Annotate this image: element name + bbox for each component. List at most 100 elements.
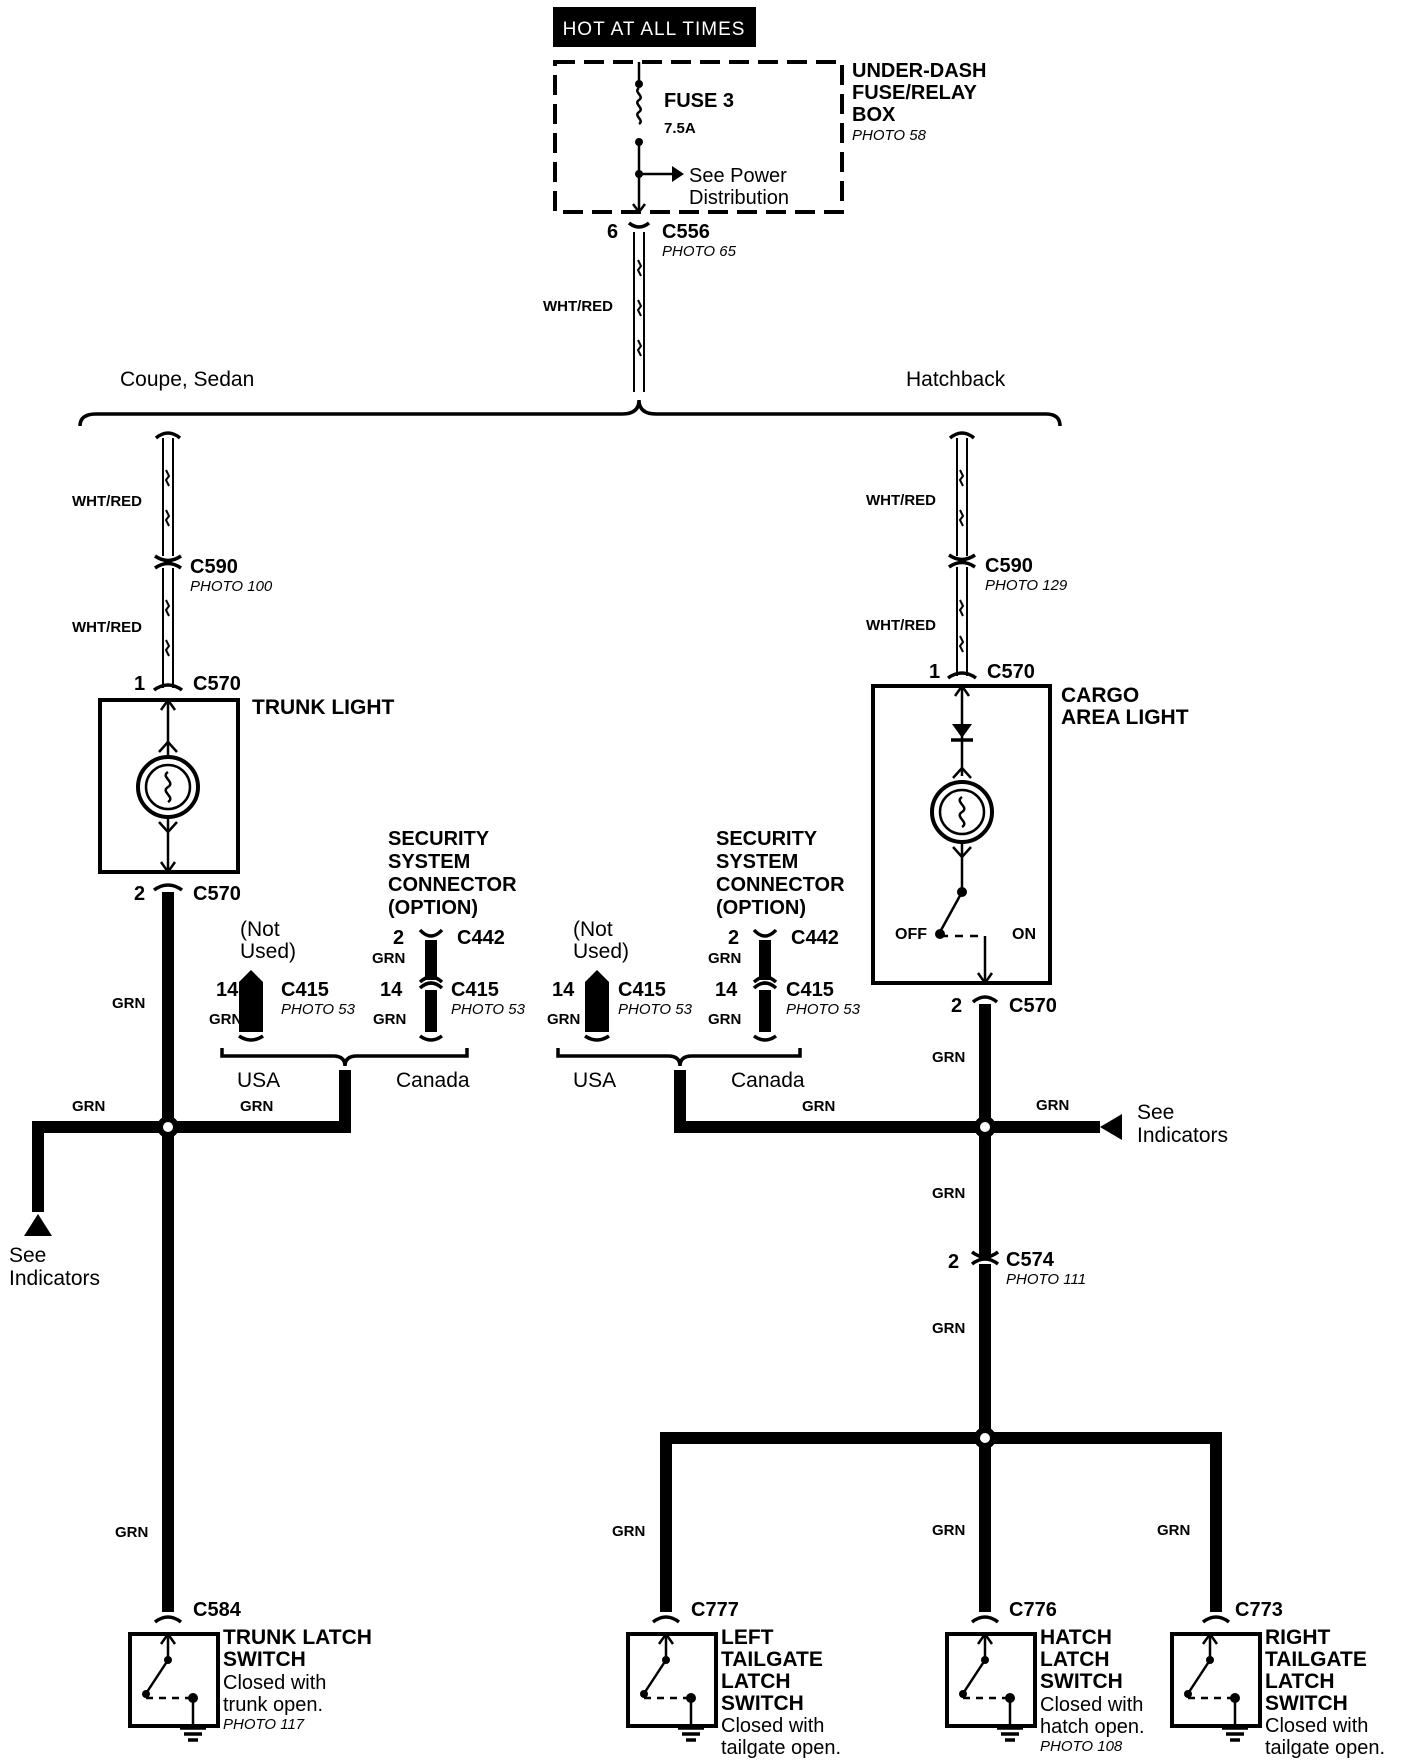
switch-1-conn: C776 bbox=[1009, 1599, 1057, 1621]
wire-label-grn-l3: GRN bbox=[72, 1098, 105, 1115]
not-used-1-line-2: Used) bbox=[240, 940, 296, 963]
c415-2b-pin: 14 bbox=[715, 979, 738, 1001]
wire-wht-red-main bbox=[633, 232, 645, 392]
wire-label-grn-r3: GRN bbox=[1036, 1097, 1069, 1114]
switch-1-desc-1: Closed with bbox=[1040, 1694, 1143, 1716]
fuse-box-title-line-1: UNDER-DASH bbox=[852, 60, 986, 82]
c570-right-bot-connector bbox=[971, 995, 999, 1004]
c415-2a-grn: GRN bbox=[547, 1011, 580, 1028]
hot-at-all-times-box bbox=[553, 7, 756, 47]
cargo-title-1: CARGO bbox=[1061, 684, 1139, 707]
c570-left-top-pin: 1 bbox=[134, 673, 145, 695]
c574-pin: 2 bbox=[948, 1251, 959, 1273]
trunk-switch-title-2: SWITCH bbox=[223, 1648, 306, 1671]
cargo-off-label: OFF bbox=[895, 926, 927, 943]
wire-label-right-1: WHT/RED bbox=[866, 492, 936, 509]
not-used-2-line-2: Used) bbox=[573, 940, 629, 963]
not-used-2-line-1: (Not bbox=[573, 918, 613, 941]
c415-1b-pin: 14 bbox=[380, 979, 403, 1001]
switch-2-title-3: LATCH bbox=[1265, 1670, 1335, 1693]
c570-right-bot-pin: 2 bbox=[951, 995, 962, 1017]
c415-usa-pin-1 bbox=[239, 970, 263, 1032]
usa-canada-bracket-1 bbox=[220, 1048, 469, 1067]
c442-2-pin: 2 bbox=[728, 927, 739, 949]
security-2-title-4: (OPTION) bbox=[716, 897, 806, 919]
c442-2-grn: GRN bbox=[708, 950, 741, 967]
c584-name: C584 bbox=[193, 1599, 242, 1621]
c442-1-grn: GRN bbox=[372, 950, 405, 967]
wire-label-grn-r5: GRN bbox=[932, 1320, 965, 1337]
see-indicators-right-line-1: See bbox=[1137, 1101, 1174, 1124]
switch-0-title-1: LEFT bbox=[721, 1626, 774, 1649]
c415-1b-grn: GRN bbox=[373, 1011, 406, 1028]
fuse-box-outline bbox=[553, 60, 844, 214]
ground-icon bbox=[180, 1726, 206, 1742]
security-2-title-3: CONNECTOR bbox=[716, 874, 845, 896]
see-indicators-left-line-2: Indicators bbox=[9, 1267, 100, 1290]
c415-1b-name: C415 bbox=[451, 979, 499, 1001]
wire-label-grn-r8: GRN bbox=[1157, 1522, 1190, 1539]
c415-2b-photo: PHOTO 53 bbox=[786, 1001, 861, 1018]
security-1-title-2: SYSTEM bbox=[388, 851, 470, 873]
wire-label-left-2: WHT/RED bbox=[72, 619, 142, 636]
c574-connector bbox=[970, 1250, 1000, 1266]
cargo-on-label: ON bbox=[1012, 926, 1036, 943]
trunk-latch-switch: C584 TRUNK LATCH SWITCH Closed with trun… bbox=[128, 1599, 372, 1742]
c556-name: C556 bbox=[662, 221, 710, 243]
switch-1-title-1: HATCH bbox=[1040, 1626, 1112, 1649]
see-power-line-2: Distribution bbox=[689, 187, 789, 209]
security-2-title-1: SECURITY bbox=[716, 828, 818, 850]
c570-left-top-connector bbox=[152, 683, 184, 692]
switch-0-title-2: TAILGATE bbox=[721, 1648, 823, 1671]
c570-right-bot-name: C570 bbox=[1009, 995, 1057, 1017]
c570-left-top-name: C570 bbox=[193, 673, 241, 695]
trunk-light-title: TRUNK LIGHT bbox=[252, 696, 394, 719]
usa-canada-bracket-2 bbox=[556, 1048, 802, 1067]
switch-0-title-4: SWITCH bbox=[721, 1692, 804, 1715]
c415-1a-name: C415 bbox=[281, 979, 329, 1001]
c415-2a-name: C415 bbox=[618, 979, 666, 1001]
wire-grn-bottom-bus bbox=[660, 1432, 1222, 1612]
c415-1b-photo: PHOTO 53 bbox=[451, 1001, 526, 1018]
c415-2b-grn: GRN bbox=[708, 1011, 741, 1028]
right-tailgate-latch-switch: C773 RIGHT TAILGATE LATCH SWITCH Closed … bbox=[1170, 1599, 1385, 1759]
c415-2b-name: C415 bbox=[786, 979, 834, 1001]
switch-0-conn: C777 bbox=[691, 1599, 739, 1621]
switch-2-title-1: RIGHT bbox=[1265, 1626, 1331, 1649]
c590-right-connector bbox=[948, 553, 976, 569]
canada-1: Canada bbox=[396, 1069, 470, 1092]
usa-2: USA bbox=[573, 1069, 616, 1092]
wire-wht-red-right-upper bbox=[948, 431, 976, 556]
switch-2-title-4: SWITCH bbox=[1265, 1692, 1348, 1715]
wire-label-grn-r2: GRN bbox=[802, 1098, 835, 1115]
security-group-2: (Not Used) SECURITY SYSTEM CONNECTOR (OP… bbox=[547, 828, 861, 1092]
c442-1-name: C442 bbox=[457, 927, 505, 949]
c556-connector bbox=[627, 221, 651, 229]
fuse-box-title: UNDER-DASH FUSE/RELAY BOX PHOTO 58 bbox=[852, 60, 986, 144]
see-indicators-left-line-1: See bbox=[9, 1244, 46, 1267]
switch-1-photo: PHOTO 108 bbox=[1040, 1738, 1123, 1755]
switch-2-desc-1: Closed with bbox=[1265, 1715, 1368, 1737]
wire-label-grn-l1: GRN bbox=[112, 995, 145, 1012]
c570-left-bot-connector bbox=[152, 883, 184, 892]
power-arrow-icon bbox=[672, 166, 684, 182]
c590-right-photo: PHOTO 129 bbox=[985, 577, 1068, 594]
c415-2a-pin: 14 bbox=[552, 979, 575, 1001]
diode-icon bbox=[952, 724, 972, 738]
switch-1-desc-2: hatch open. bbox=[1040, 1716, 1145, 1738]
wire-wht-red-right-lower bbox=[956, 567, 968, 676]
c570-right-top-pin: 1 bbox=[929, 661, 940, 683]
switch-1-title-2: LATCH bbox=[1040, 1648, 1110, 1671]
cargo-switch-blade bbox=[938, 891, 964, 933]
wire-label-grn-r1: GRN bbox=[932, 1049, 965, 1066]
branch-right-label: Hatchback bbox=[906, 368, 1006, 391]
hot-at-all-times-label: HOT AT ALL TIMES bbox=[563, 19, 746, 40]
see-indicators-right-line-2: Indicators bbox=[1137, 1124, 1228, 1147]
not-used-1-line-1: (Not bbox=[240, 918, 280, 941]
wire-label-grn-r4: GRN bbox=[932, 1185, 965, 1202]
c415-1a-photo: PHOTO 53 bbox=[281, 1001, 356, 1018]
cargo-title-2: AREA LIGHT bbox=[1061, 706, 1189, 729]
see-indicators-left-arrow bbox=[24, 1214, 52, 1236]
wire-grn-left-horizontal bbox=[32, 1070, 351, 1212]
